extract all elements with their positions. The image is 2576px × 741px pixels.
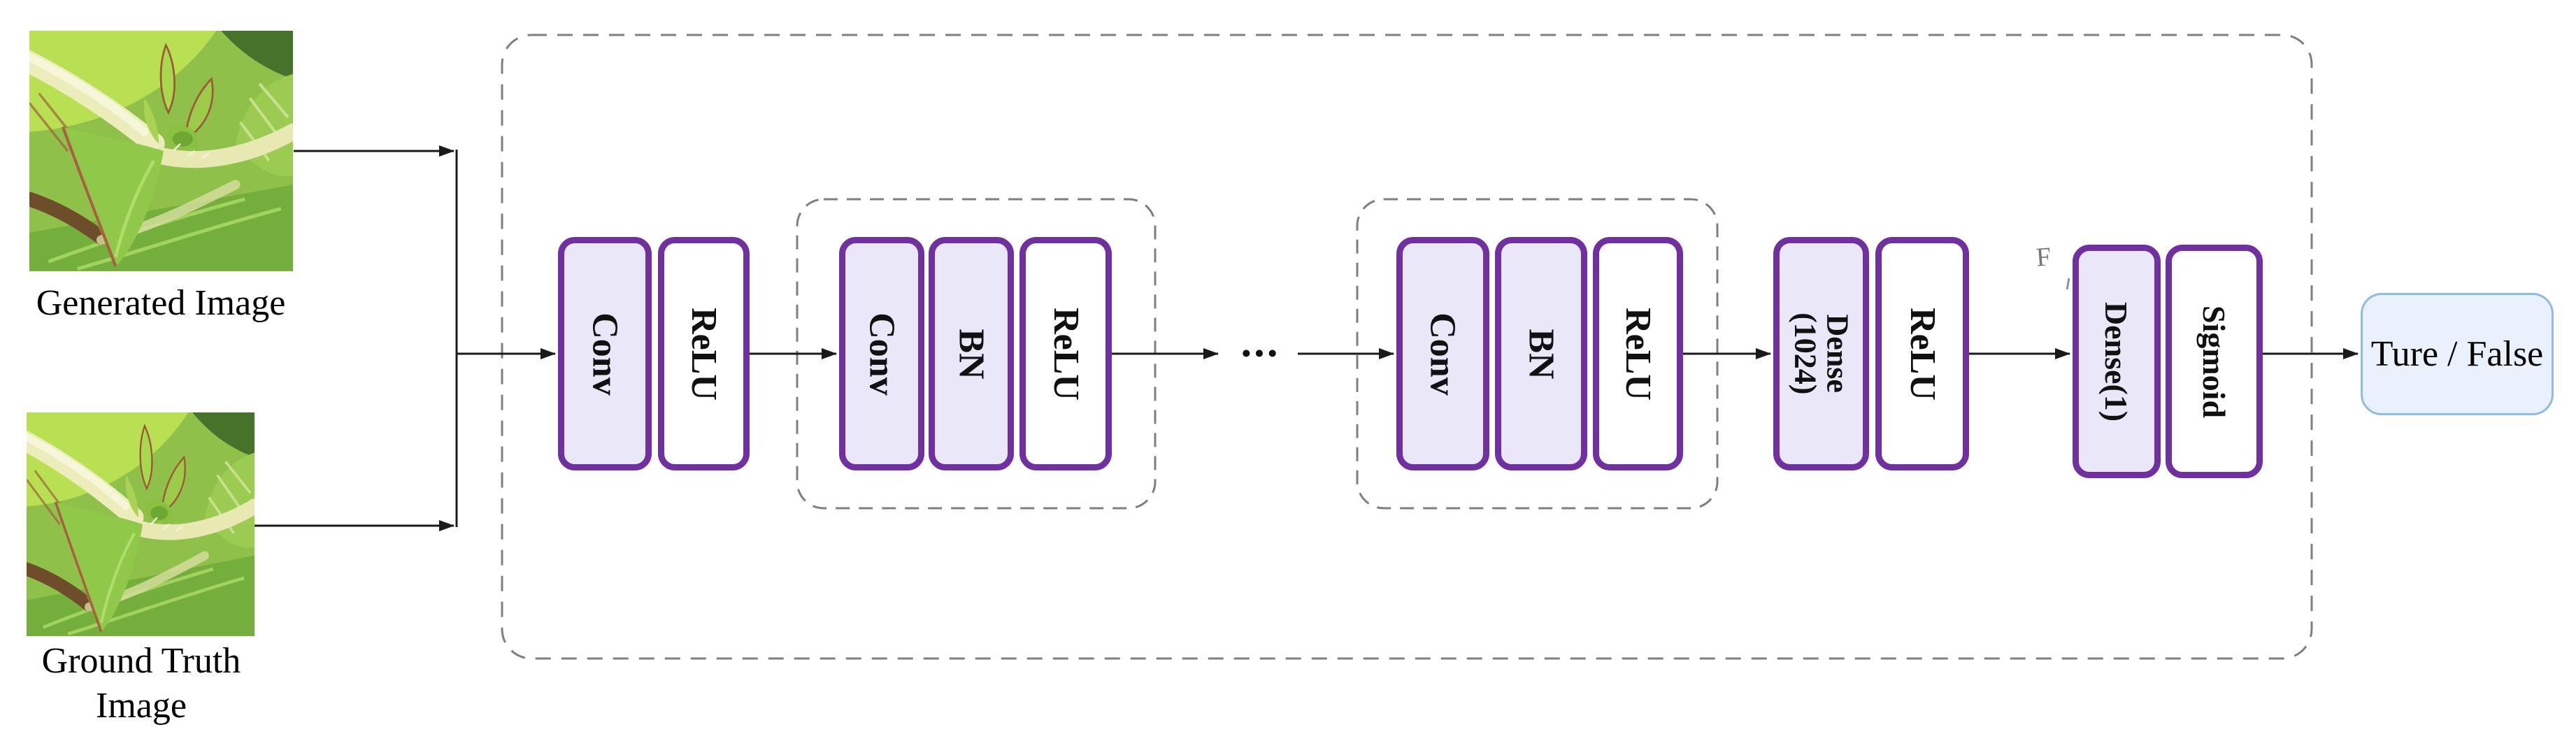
relu-label: ReLU	[1902, 307, 1942, 401]
sigmoid-label: Sigmoid	[2196, 305, 2233, 418]
dense-1024-label: Dense (1024)	[1788, 312, 1855, 395]
stray-mark-tick	[2066, 278, 2070, 290]
bn-block-group1: BN	[929, 237, 1014, 470]
relu-block-dense-stage: ReLU	[1875, 237, 1969, 470]
generated-image-thumbnail	[29, 31, 293, 271]
conv-block-group1: Conv	[839, 237, 924, 470]
conv-block-entry: Conv	[558, 237, 652, 470]
dense-1024-block: Dense (1024)	[1773, 237, 1869, 470]
relu-label: ReLU	[684, 307, 724, 401]
dense-1-label: Dense(1)	[2098, 301, 2135, 422]
discriminator-boundary	[501, 34, 2313, 660]
plant-photo-art	[29, 31, 293, 271]
relu-label: ReLU	[1045, 307, 1086, 401]
conv-label: Conv	[861, 312, 902, 396]
repeat-ellipsis: ···	[1238, 329, 1280, 377]
bn-label: BN	[1521, 328, 1561, 380]
ground-truth-image-caption: Ground Truth Image	[41, 641, 241, 726]
relu-block-group1: ReLU	[1019, 237, 1112, 470]
true-false-label: Ture / False	[2370, 334, 2544, 374]
generated-image-caption: Generated Image	[36, 283, 286, 323]
relu-label: ReLU	[1618, 307, 1658, 401]
stray-mark-glyph: F	[2035, 242, 2052, 273]
relu-block-entry: ReLU	[658, 237, 750, 470]
bn-label: BN	[951, 328, 992, 380]
conv-block-group2: Conv	[1396, 237, 1489, 470]
conv-label: Conv	[585, 312, 625, 396]
bn-block-group2: BN	[1495, 237, 1587, 470]
true-false-output: Ture / False	[2361, 293, 2554, 415]
conv-label: Conv	[1423, 312, 1464, 396]
relu-block-group2: ReLU	[1593, 237, 1683, 470]
sigmoid-block: Sigmoid	[2166, 245, 2263, 478]
dense-1-block: Dense(1)	[2073, 245, 2161, 478]
